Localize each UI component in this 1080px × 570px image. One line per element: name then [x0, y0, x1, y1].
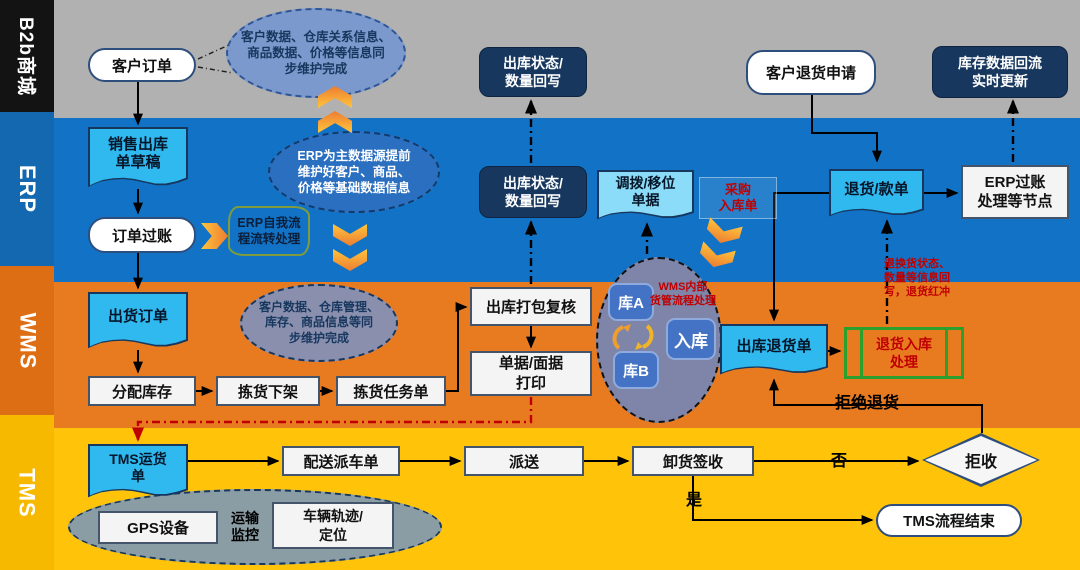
return-writeback-note: 退换货状态、 数量等信息回 写，退货红冲 [884, 256, 966, 300]
note-wms-sync: 客户数据、仓库管理、 库存、商品信息等同 步维护完成 [240, 284, 398, 362]
node-tms-end-label: TMS流程结束 [903, 513, 995, 530]
label-transport-monitor: 运输 监控 [222, 504, 268, 550]
label-transport-monitor-text: 运输 监控 [231, 509, 259, 544]
note-erp-master-label: ERP为主数据源提前 维护好客户、商品、 价格等基础数据信息 [297, 148, 411, 196]
node-warehouse-a-label: 库A [618, 294, 644, 312]
node-outbound-status-b2b: 出库状态/ 数量回写 [479, 47, 587, 97]
sync-down-chevron-icon [333, 224, 367, 271]
sidebar-b2b: B2b商城 [0, 0, 54, 112]
node-return-inbound-process: 退货入库 处理 [844, 327, 964, 379]
node-sales-draft: 销售出库 单草稿 [88, 127, 188, 189]
label-reject-return: 拒绝退货 [828, 392, 906, 412]
node-erp-posting-label: ERP过账 处理等节点 [977, 173, 1053, 211]
node-order-posting-label: 订单过账 [111, 227, 172, 245]
node-transfer-doc-label: 调拨/移位 单据 [615, 174, 676, 209]
sidebar-wms: WMS [0, 266, 54, 415]
note-b2b-sync-label: 客户数据、仓库关系信息、 商品数据、价格等信息同 步维护完成 [240, 29, 391, 77]
node-gps-label: GPS设备 [127, 520, 189, 537]
node-erp-self-process-label: ERP自我流 程流转处理 [237, 215, 301, 246]
node-pack-check: 出库打包复核 [470, 287, 592, 326]
node-sales-draft-label: 销售出库 单草稿 [107, 135, 168, 172]
node-unload-sign: 卸货签收 [632, 446, 754, 476]
sync-up-chevron-icon [318, 86, 352, 133]
node-delivery: 派送 [464, 446, 584, 476]
node-customer-order: 客户订单 [88, 48, 196, 82]
node-pick-task-label: 拣货任务单 [353, 383, 429, 401]
node-stock-feedback: 库存数据回流 实时更新 [932, 46, 1068, 98]
node-doc-print-label: 单据/面据 打印 [498, 355, 564, 392]
label-yes-text: 是 [685, 492, 702, 509]
node-ship-order-label: 出货订单 [107, 308, 168, 326]
node-tms-end: TMS流程结束 [876, 504, 1022, 537]
node-reject-decision: 拒收 [922, 433, 1040, 487]
node-pack-check-label: 出库打包复核 [485, 299, 576, 316]
node-return-inbound-process-label: 退货入库 处理 [876, 335, 932, 370]
node-inbound: 入库 [666, 318, 716, 360]
node-stock-feedback-label: 库存数据回流 实时更新 [958, 54, 1042, 89]
node-doc-print: 单据/面据 打印 [470, 351, 592, 396]
node-pick-task: 拣货任务单 [336, 376, 446, 406]
node-return-request: 客户退货申请 [746, 50, 876, 95]
node-tms-doc: TMS运货 单 [88, 444, 188, 499]
node-outbound-return: 出库退货单 [720, 324, 828, 376]
purchase-inbound-panel: 采购 入库单 [699, 177, 777, 219]
node-return-request-label: 客户退货申请 [765, 65, 856, 82]
node-allocate: 分配库存 [88, 376, 196, 406]
node-track: 车辆轨迹/ 定位 [272, 502, 394, 549]
node-return-doc-label: 退货/款单 [844, 181, 909, 199]
node-erp-self-process: ERP自我流 程流转处理 [228, 206, 310, 256]
label-no: 否 [827, 449, 851, 470]
node-delivery-label: 派送 [508, 453, 539, 471]
node-order-posting: 订单过账 [88, 217, 196, 253]
wms-inner-note: WMS内部 货管流程处理 [646, 280, 720, 310]
node-outbound-status-b2b-label: 出库状态/ 数量回写 [503, 54, 563, 89]
node-dispatch-label: 配送派车单 [303, 453, 379, 471]
node-customer-order-label: 客户订单 [111, 57, 172, 75]
node-inbound-label: 入库 [674, 331, 708, 351]
cycle-arrows-icon [612, 324, 654, 350]
label-no-text: 否 [830, 453, 847, 470]
node-transfer-doc: 调拨/移位 单据 [597, 170, 694, 221]
node-warehouse-b: 库B [613, 351, 659, 389]
wms-inner-note-label: WMS内部 货管流程处理 [650, 281, 716, 307]
node-outbound-return-label: 出库退货单 [736, 337, 812, 355]
sidebar-erp: ERP [0, 112, 54, 266]
node-pick-down: 拣货下架 [216, 376, 320, 406]
node-track-label: 车辆轨迹/ 定位 [303, 508, 363, 543]
node-warehouse-a: 库A [608, 283, 654, 321]
lane-label-wms: WMS [15, 312, 41, 369]
node-outbound-status-erp-label: 出库状态/ 数量回写 [503, 174, 563, 209]
note-erp-master: ERP为主数据源提前 维护好客户、商品、 价格等基础数据信息 [268, 131, 440, 213]
note-b2b-sync: 客户数据、仓库关系信息、 商品数据、价格等信息同 步维护完成 [226, 8, 406, 98]
node-return-doc: 退货/款单 [829, 169, 924, 218]
purchase-inbound-label: 采购 入库单 [718, 181, 758, 213]
node-erp-posting: ERP过账 处理等节点 [961, 165, 1069, 219]
node-reject-decision-label: 拒收 [964, 454, 997, 471]
label-yes: 是 [683, 489, 705, 509]
sidebar-tms: TMS [0, 415, 54, 570]
lane-label-tms: TMS [14, 467, 40, 518]
lane-label-b2b: B2b商城 [14, 16, 36, 96]
lane-label-erp: ERP [15, 164, 40, 214]
label-reject-return-text: 拒绝退货 [834, 395, 899, 412]
node-dispatch: 配送派车单 [282, 446, 400, 476]
node-outbound-status-erp: 出库状态/ 数量回写 [479, 166, 587, 218]
node-gps: GPS设备 [98, 511, 218, 544]
node-warehouse-b-label: 库B [623, 362, 649, 380]
note-wms-sync-label: 客户数据、仓库管理、 库存、商品信息等同 步维护完成 [258, 299, 379, 345]
node-unload-sign-label: 卸货签收 [662, 453, 723, 471]
return-writeback-label: 退换货状态、 数量等信息回 写，退货红冲 [884, 257, 950, 299]
node-tms-doc-label: TMS运货 单 [109, 450, 167, 485]
node-pick-down-label: 拣货下架 [237, 383, 298, 401]
node-ship-order: 出货订单 [88, 292, 188, 350]
node-allocate-label: 分配库存 [111, 383, 172, 401]
